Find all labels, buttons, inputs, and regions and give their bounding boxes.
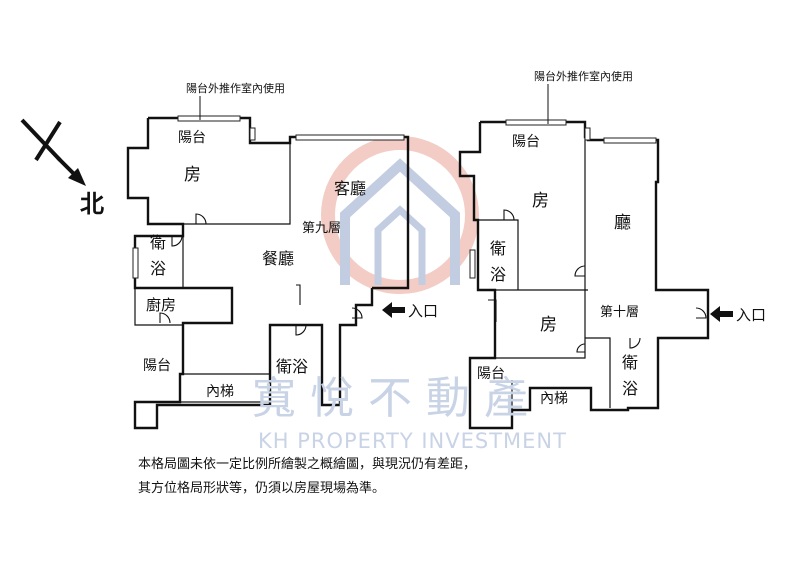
floor-10-entrance-label: 入口 [736, 306, 766, 324]
floor-10-balcony-top-label: 陽台 [512, 134, 540, 150]
floor-10-stairs-label: 內梯 [540, 391, 568, 407]
floor-9-kitchen-label: 廚房 [146, 296, 176, 314]
floor-9-stairs-label: 內梯 [206, 384, 234, 400]
floor-10-entrance-arrow-icon [710, 306, 733, 322]
disclaimer-line-1: 本格局圖未依一定比例所繪製之概繪圖，與現況仍有差距， [138, 456, 476, 472]
floor-10-floor-label: 第十層 [600, 305, 639, 320]
floor-10-plan: 陽台外推作室內使用 陽台 房 廳 衛 浴 房 第十層 衛 浴 陽台 內梯 入口 [458, 69, 766, 430]
watermark-logo [321, 136, 479, 294]
floor-10-bedroom-1-label: 房 [532, 191, 549, 211]
floor-9-bath-1-label-top: 衛 [150, 233, 166, 252]
floor-10-bath-1-label-top: 衛 [490, 239, 506, 258]
floor-9-dining-label: 餐廳 [262, 249, 294, 268]
floor-10-bath-1-label-bottom: 浴 [490, 265, 506, 284]
watermark-en: KH PROPERTY INVESTMENT [258, 429, 567, 453]
north-compass: 北 [20, 118, 104, 218]
floor-9-balcony-note: 陽台外推作室內使用 [186, 81, 285, 95]
floor-9-bath-2-label: 衛浴 [276, 357, 308, 376]
floor-9-entrance-arrow-icon [382, 302, 405, 318]
floor-9-bedroom-label: 房 [184, 165, 201, 185]
floor-9-entrance-label: 入口 [408, 302, 438, 320]
floor-9-balcony-top-label: 陽台 [178, 130, 206, 146]
floor-10-balcony-bottom-label: 陽台 [477, 366, 505, 382]
watermark-cn: 寬悅不動產 [252, 373, 542, 424]
floor-10-bath-2-label-bottom: 浴 [622, 379, 638, 398]
floor-9-balcony-bottom-label: 陽台 [143, 358, 171, 374]
floor-10-bath-2-label-top: 衛 [622, 353, 638, 372]
north-label: 北 [80, 190, 104, 218]
floor-9-plan: 陽台外推作室內使用 陽台 房 衛 浴 廚房 客廳 第九層 餐廳 陽台 內梯 衛浴… [126, 81, 438, 430]
floor-10-balcony-note: 陽台外推作室內使用 [534, 69, 633, 83]
disclaimer-line-2: 其方位格局形狀等，仍須以房屋現場為準。 [138, 480, 385, 496]
floor-9-bath-1-label-bottom: 浴 [150, 259, 166, 278]
floor-9-floor-label: 第九層 [302, 221, 341, 236]
floor-10-hall-label: 廳 [614, 213, 631, 233]
floor-10-bedroom-2-label: 房 [540, 315, 557, 335]
floor-9-living-label: 客廳 [334, 179, 366, 198]
